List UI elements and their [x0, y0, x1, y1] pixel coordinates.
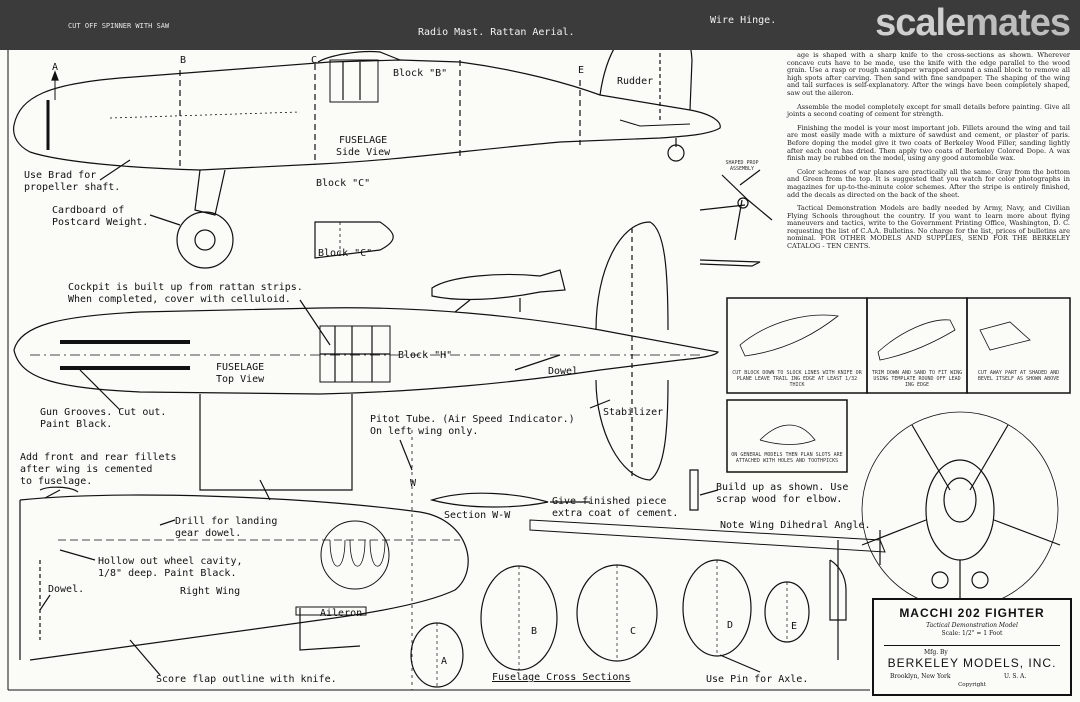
brad-note: Use Brad for propeller shaft.	[24, 170, 121, 193]
score-flap-note: Score flap outline with knife.	[156, 674, 337, 685]
instruction-paragraph: Tactical Demonstration Models are badly …	[787, 204, 1070, 251]
panel-trim-down-caption: TRIM DOWN AND SAND TO FIT WING USING TEM…	[871, 370, 963, 388]
section-letter-b: B	[180, 55, 187, 66]
scalemates-logo[interactable]: scalemates	[875, 2, 1071, 45]
title-block: MACCHI 202 FIGHTER Tactical Demonstratio…	[872, 598, 1072, 696]
w-marker: W	[410, 478, 417, 489]
panel-cut-block-caption: CUT BLOCK DOWN TO SLOCK LINES WITH KNIFE…	[732, 370, 862, 388]
instruction-paragraph: Color schemes of war planes are practica…	[787, 167, 1070, 199]
company-country: U. S. A.	[1004, 673, 1027, 680]
block-c2-label: Block "C"	[318, 248, 373, 259]
logo-part2: mates	[965, 2, 1071, 44]
propeller-sketch	[699, 169, 773, 267]
cross-sections-title: Fuselage Cross Sections	[492, 672, 631, 683]
block-c-label: Block "C"	[316, 178, 371, 189]
cross-letter-b: B	[531, 626, 538, 637]
spinner-note: CUT OFF SPINNER WITH SAW	[68, 22, 170, 30]
fuselage-top-view	[13, 221, 720, 501]
dihedral-note: Note Wing Dihedral Angle.	[720, 520, 871, 531]
fillets-note: Add front and rear fillets after wing is…	[20, 452, 177, 487]
block-b-label: Block "B"	[393, 68, 448, 79]
company-city: Brooklyn, New York	[890, 673, 951, 680]
panel-wing-note-caption: ON GENERAL MODELS THEN PLAN SLOTS ARE AT…	[731, 452, 843, 464]
cross-letter-c: C	[630, 626, 637, 637]
model-subtitle: Tactical Demonstration Model	[926, 622, 1018, 629]
pin-axle-note: Use Pin for Axle.	[706, 674, 809, 685]
instructions-text: age is shaped with a sharp knife to the …	[787, 51, 1070, 257]
wing-plan	[19, 486, 469, 661]
instruction-paragraph: age is shaped with a sharp knife to the …	[787, 51, 1070, 97]
right-wing-label: Right Wing	[180, 586, 241, 597]
gun-grooves-note: Gun Grooves. Cut out. Paint Black.	[40, 407, 167, 430]
dowel-wing-label: Dowel.	[48, 584, 85, 595]
fuselage-side-view	[13, 13, 721, 269]
model-scale: Scale: 1/2" = 1 Foot	[941, 630, 1003, 637]
instruction-paragraph: Finishing the model is your most importa…	[787, 123, 1070, 163]
fuselage-side-title: FUSELAGE Side View	[336, 135, 391, 158]
cardboard-note: Cardboard of Postcard Weight.	[52, 205, 149, 228]
cockpit-note: Cockpit is built up from rattan strips. …	[68, 282, 303, 305]
section-letter-c: C	[311, 55, 318, 66]
prop-note: SHAPED PROP ASSEMBLY	[725, 160, 759, 172]
company-name: BERKELEY MODELS, INC.	[887, 656, 1057, 670]
plane-sketch	[431, 269, 566, 313]
drill-note: Drill for landing gear dowel.	[175, 516, 278, 539]
copyright-label: Copyright	[958, 682, 986, 688]
section-letter-a: A	[52, 62, 59, 73]
model-name: MACCHI 202 FIGHTER	[899, 606, 1045, 620]
front-view	[861, 411, 1061, 609]
pitot-note: Pitot Tube. (Air Speed Indicator.) On le…	[370, 414, 575, 437]
hollow-note: Hollow out wheel cavity, 1/8" deep. Pain…	[98, 556, 243, 579]
logo-part1: scale	[875, 2, 966, 44]
cross-letter-d: D	[727, 620, 734, 631]
wire-hinge-note: Wire Hinge.	[710, 15, 777, 26]
fuselage-top-title: FUSELAGE Top View	[216, 362, 265, 385]
give-finished-note: Give finished piece extra coat of cement…	[552, 496, 679, 519]
header-bar: CUT OFF SPINNER WITH SAW Radio Mast. Rat…	[0, 0, 1080, 50]
build-up-note: Build up as shown. Use scrap wood for el…	[716, 482, 849, 505]
title-divider	[884, 645, 1060, 646]
cross-letter-a: A	[441, 656, 448, 667]
cross-sections	[410, 559, 810, 688]
instruction-paragraph: Assemble the model completely except for…	[787, 102, 1070, 119]
stabilizer-label: Stabilizer	[603, 407, 664, 418]
section-ww-label: Section W-W	[444, 510, 511, 521]
dowel-label: Dowel	[548, 366, 579, 377]
radio-mast-note: Radio Mast. Rattan Aerial.	[418, 27, 575, 38]
mfg-label: Mfg. By	[924, 649, 948, 656]
block-h-label: Block "H"	[398, 350, 453, 361]
section-letter-e: E	[578, 65, 585, 76]
aileron-label: Aileron	[320, 608, 363, 619]
rudder-label: Rudder	[617, 76, 654, 87]
panel-cut-away-caption: CUT AWAY PART AT SHADED AND BEVEL ITSELF…	[977, 370, 1060, 382]
cross-letter-e: E	[791, 621, 798, 632]
